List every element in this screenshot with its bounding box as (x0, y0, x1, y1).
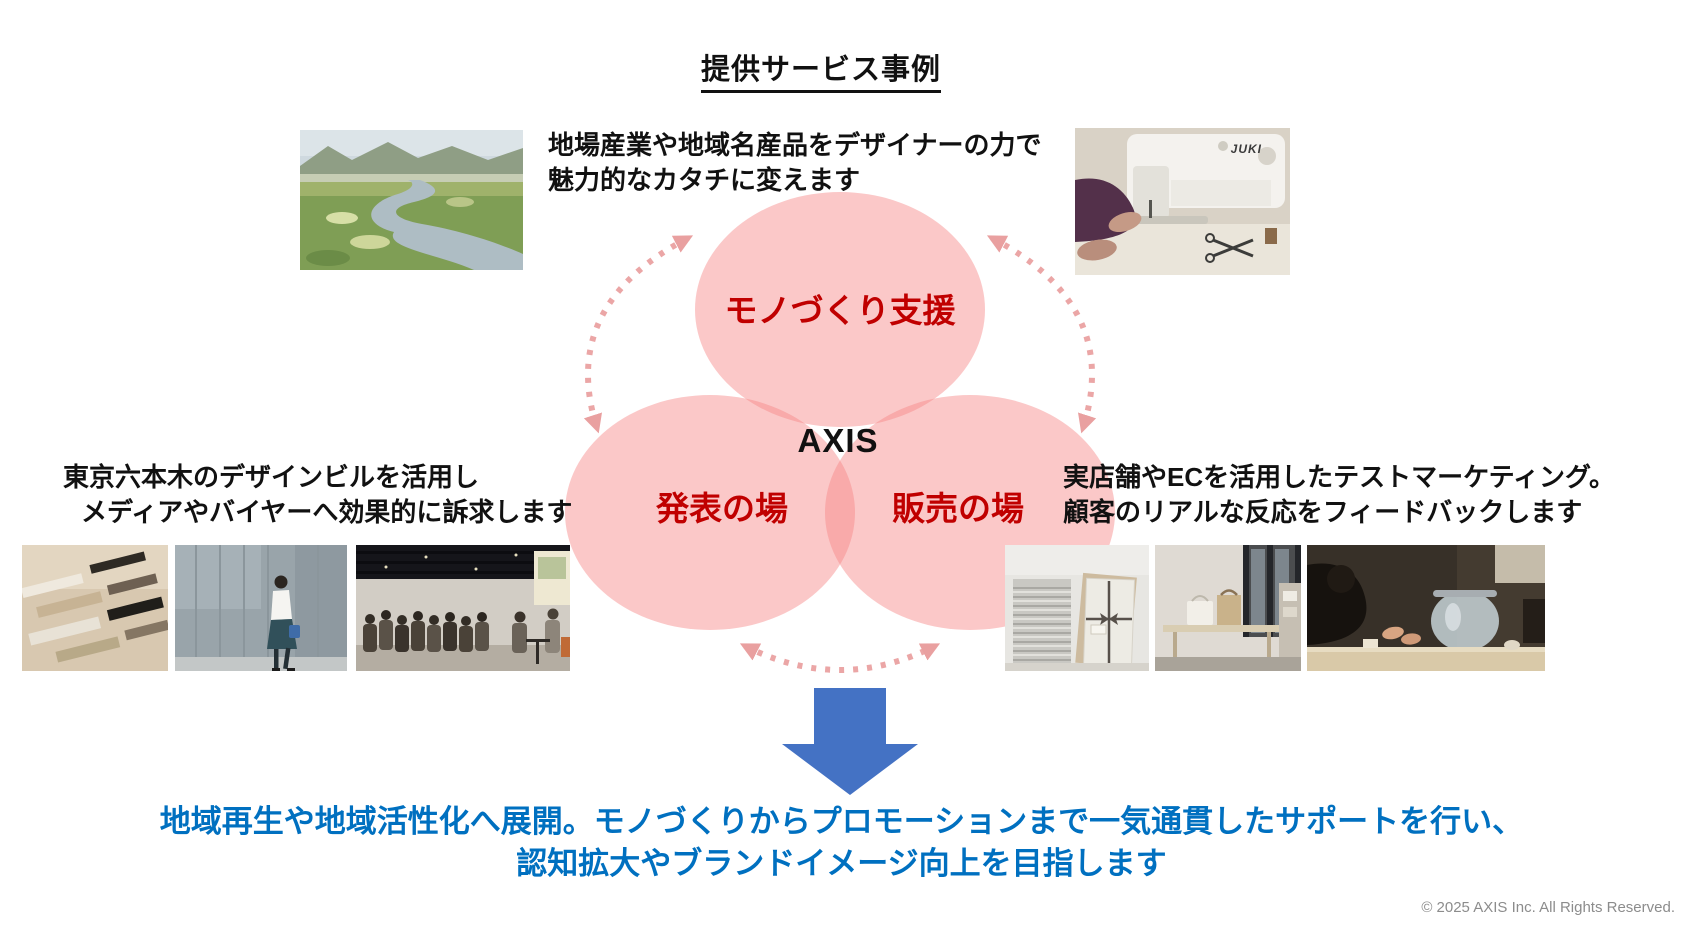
sewing-brand-label: JUKI (1230, 142, 1262, 156)
photo-gallery-talk (356, 545, 570, 671)
photo-shop-paper-bags (1155, 545, 1301, 671)
down-arrow-icon (782, 688, 918, 795)
caption-happyou-line2: メディアやバイヤーへ効果的に訴求します (81, 497, 573, 527)
caption-monozukuri-line2: 魅力的なカタチに変えます (548, 165, 861, 195)
river-landscape-image (300, 130, 523, 270)
shop-paper-bags-image (1155, 545, 1301, 671)
photo-wrapped-envelopes (1005, 545, 1149, 671)
gallery-talk-image (356, 545, 570, 671)
cycle-arrow-bottom-icon (739, 643, 941, 673)
venn-label-monozukuri: モノづくり支援 (724, 292, 956, 329)
photo-product-samples (22, 545, 168, 671)
caption-monozukuri-line1: 地場産業や地域名産品をデザイナーの力で (548, 130, 1042, 160)
model-walking-image (175, 545, 347, 671)
wrapped-envelopes-image (1005, 545, 1149, 671)
photo-river-landscape (300, 130, 523, 270)
conclusion-line1: 地域再生や地域活性化へ展開。モノづくりからプロモーションまで一気通貫したサポート… (159, 804, 1524, 839)
page-title: 提供サービス事例 (700, 46, 942, 93)
copyright-text: © 2025 AXIS Inc. All Rights Reserved. (1421, 899, 1675, 916)
photo-model-walking (175, 545, 347, 671)
venn-center-label: AXIS (797, 422, 879, 459)
caption-hanbai: 実店舗やECを活用したテストマーケティング。 顧客のリアルな反応をフィードバック… (1063, 460, 1615, 530)
venn-label-happyou: 発表の場 (656, 490, 788, 527)
photo-sewing-machine: JUKI (1075, 128, 1290, 275)
conclusion-text: 地域再生や地域活性化へ展開。モノづくりからプロモーションまで一気通貫したサポート… (0, 801, 1683, 885)
photo-workshop-table (1307, 545, 1545, 671)
caption-monozukuri: 地場産業や地域名産品をデザイナーの力で 魅力的なカタチに変えます (548, 128, 1041, 198)
sewing-machine-image (1075, 128, 1290, 275)
conclusion-line2: 認知拡大やブランドイメージ向上を目指します (516, 846, 1167, 881)
workshop-table-image (1307, 545, 1545, 671)
venn-circle-monozukuri (695, 192, 985, 427)
caption-hanbai-line2: 顧客のリアルな反応をフィードバックします (1063, 497, 1583, 527)
product-samples-image (22, 545, 168, 671)
venn-label-hanbai: 販売の場 (892, 490, 1024, 527)
caption-hanbai-line1: 実店舗やECを活用したテストマーケティング。 (1063, 462, 1615, 492)
caption-happyou: 東京六本木のデザインビルを活用し メディアやバイヤーへ効果的に訴求します (63, 460, 572, 530)
venn-circle-happyou (565, 395, 855, 630)
caption-happyou-line1: 東京六本木のデザインビルを活用し (63, 462, 480, 492)
